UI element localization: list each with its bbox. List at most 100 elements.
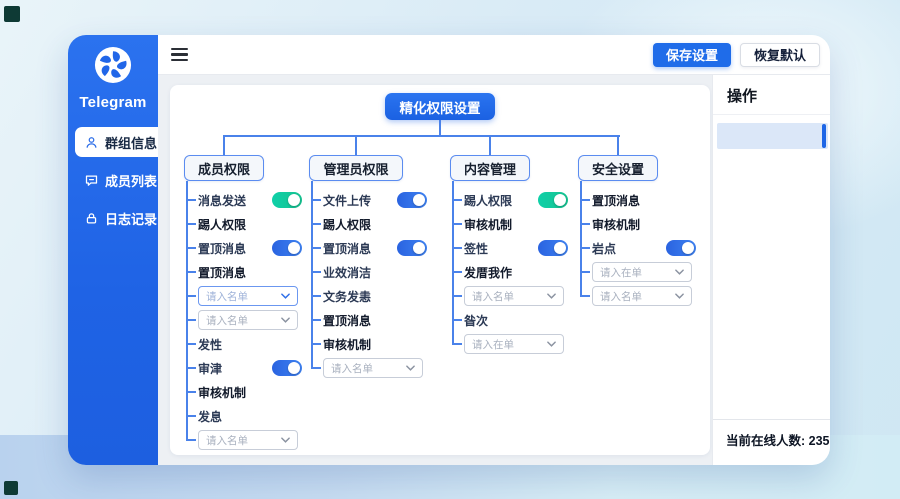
group-header: 安全设置 <box>578 155 658 181</box>
lock-icon <box>84 211 99 226</box>
permission-item-row: 请入名单 <box>186 308 302 332</box>
chevron-down-icon <box>547 293 556 299</box>
permission-item-row: 请入名单 <box>311 356 427 380</box>
permission-label: 置顶消息 <box>323 313 372 328</box>
permission-label: 置顶消息 <box>323 241 372 256</box>
permission-label: 文件上传 <box>323 193 372 208</box>
chevron-down-icon <box>547 341 556 347</box>
restore-default-button[interactable]: 恢复默认 <box>739 42 820 67</box>
connector-line <box>355 135 357 155</box>
name-list-dropdown[interactable]: 请入名单 <box>198 286 298 306</box>
permission-item-row: 发厝我作 <box>452 260 568 284</box>
name-list-dropdown[interactable]: 请入在单 <box>464 334 564 354</box>
permission-label: 审核机制 <box>323 337 372 352</box>
connector-line <box>224 135 620 137</box>
permission-item-row: 发性 <box>186 332 302 356</box>
permission-item-row: 消息发送 <box>186 188 302 212</box>
name-list-dropdown[interactable]: 请入名单 <box>592 286 692 306</box>
permission-item-row: 踢人权限 <box>452 188 568 212</box>
toggle-knob <box>288 194 300 206</box>
user-icon <box>84 135 99 150</box>
toggle-switch[interactable] <box>538 192 568 208</box>
permission-item-row: 业效消洁 <box>311 260 427 284</box>
connector-line <box>617 135 619 155</box>
permission-label: 审核机制 <box>592 217 641 232</box>
permission-label: 审津 <box>198 361 223 376</box>
toggle-switch[interactable] <box>272 240 302 256</box>
permission-item-row: 请入在单 <box>452 332 568 356</box>
sidebar-item-2[interactable]: 日志记录 <box>75 203 158 233</box>
permission-item-row: 文务发恚 <box>311 284 427 308</box>
name-list-dropdown[interactable]: 请入名单 <box>464 286 564 306</box>
permission-label: 置顶消息 <box>198 265 247 280</box>
permission-label: 审核机制 <box>198 385 247 400</box>
dropdown-placeholder: 请入名单 <box>206 434 248 447</box>
permission-label: 签性 <box>464 241 489 256</box>
selected-operation-row[interactable] <box>717 123 828 149</box>
permission-label: 置顶消息 <box>592 193 641 208</box>
connector-trunk-line <box>311 181 313 368</box>
permission-label: 踢人权限 <box>464 193 513 208</box>
permission-item-row: 请入名单 <box>186 428 302 452</box>
name-list-dropdown[interactable]: 请入在单 <box>592 262 692 282</box>
group-items: 文件上传踢人权限置顶消息业效消洁文务发恚置顶消息审核机制请入名单 <box>311 181 427 380</box>
save-settings-button[interactable]: 保存设置 <box>652 42 731 67</box>
permission-item-row: 审核机制 <box>311 332 427 356</box>
permission-item-row: 签性 <box>452 236 568 260</box>
toggle-knob <box>413 242 425 254</box>
sidebar-item-0[interactable]: 群组信息 <box>75 127 158 157</box>
sidebar-nav: 群组信息成员列表日志记录 <box>68 127 158 233</box>
name-list-dropdown[interactable]: 请入名单 <box>323 358 423 378</box>
online-count-status: 当前在线人数: 235 <box>713 419 830 465</box>
permission-label: 踢人权限 <box>323 217 372 232</box>
toggle-switch[interactable] <box>272 192 302 208</box>
permission-item-row: 置顶消息 <box>186 236 302 260</box>
permission-item-row: 审核机制 <box>186 380 302 404</box>
decor-square-bottom-left <box>4 481 18 495</box>
online-count-label: 当前在线人数: <box>726 434 806 448</box>
chevron-down-icon <box>406 365 415 371</box>
chevron-down-icon <box>281 317 290 323</box>
right-panel-header: 操作 <box>713 75 830 115</box>
toggle-switch[interactable] <box>538 240 568 256</box>
group-header: 成员权限 <box>184 155 264 181</box>
telegram-logo-icon <box>68 35 158 89</box>
toggle-switch[interactable] <box>666 240 696 256</box>
permission-item-row: 请入名单 <box>452 284 568 308</box>
permission-group-2: 内容管理踢人权限审核机制签性发厝我作请入名单昝次请入在单 <box>450 155 568 356</box>
permission-group-1: 管理员权限文件上传踢人权限置顶消息业效消洁文务发恚置顶消息审核机制请入名单 <box>309 155 427 380</box>
permission-label: 文务发恚 <box>323 289 372 304</box>
sidebar-item-label: 群组信息 <box>105 135 158 151</box>
dropdown-placeholder: 请入名单 <box>331 362 373 375</box>
sidebar-item-1[interactable]: 成员列表 <box>75 165 158 195</box>
name-list-dropdown[interactable]: 请入名单 <box>198 430 298 450</box>
brand-name: Telegram <box>79 94 147 111</box>
permission-label: 业效消洁 <box>323 265 372 280</box>
permission-item-row: 踢人权限 <box>186 212 302 236</box>
toggle-switch[interactable] <box>397 192 427 208</box>
toggle-switch[interactable] <box>272 360 302 376</box>
permission-item-row: 文件上传 <box>311 188 427 212</box>
chevron-down-icon <box>281 293 290 299</box>
chat-icon <box>84 173 99 188</box>
permission-label: 发息 <box>198 409 223 424</box>
name-list-dropdown[interactable]: 请入名单 <box>198 310 298 330</box>
diagram-root-node: 精化权限设置 <box>385 93 495 120</box>
permission-label: 消息发送 <box>198 193 247 208</box>
hamburger-menu-icon[interactable] <box>171 48 188 61</box>
permission-item-row: 审津 <box>186 356 302 380</box>
connector-line <box>489 135 491 155</box>
permission-item-row: 岩点 <box>580 236 696 260</box>
permission-label: 踢人权限 <box>198 217 247 232</box>
topbar: 保存设置 恢复默认 <box>158 35 830 75</box>
dropdown-placeholder: 请入名单 <box>600 290 642 303</box>
online-count-value: 235 <box>808 434 830 448</box>
dropdown-placeholder: 请入名单 <box>472 290 514 303</box>
toggle-switch[interactable] <box>397 240 427 256</box>
dropdown-placeholder: 请入名单 <box>206 314 248 327</box>
toggle-knob <box>413 194 425 206</box>
chevron-down-icon <box>675 293 684 299</box>
scrollbar-thumb[interactable] <box>822 124 826 148</box>
toggle-knob <box>554 194 566 206</box>
app-window: Telegram 群组信息成员列表日志记录 保存设置 恢复默认 精化权限设置 成… <box>68 35 830 465</box>
